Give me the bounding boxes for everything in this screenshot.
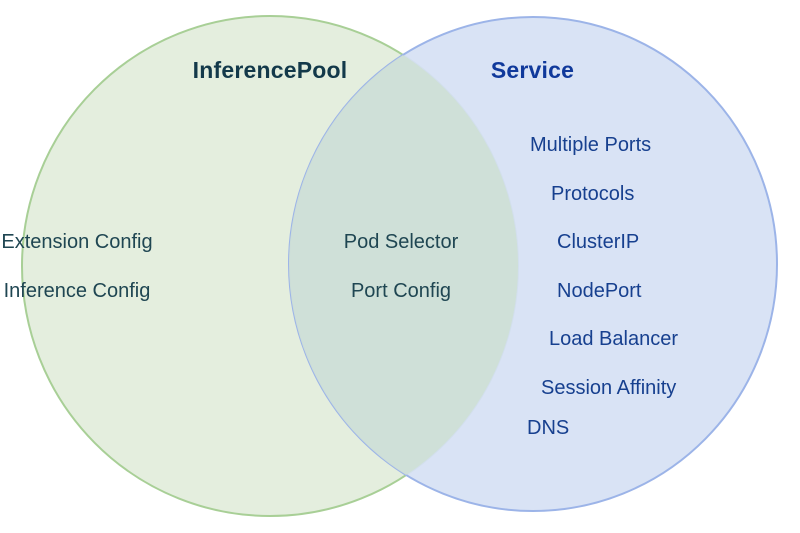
service-item-dns: DNS xyxy=(527,417,570,439)
intersection-item-port-config: Port Config xyxy=(350,280,452,302)
service-item-nodeport: NodePort xyxy=(557,280,642,302)
service-item-clusterip: ClusterIP xyxy=(557,231,640,253)
inferencepool-item-inference-config: Inference Config xyxy=(3,280,151,302)
service-item-multiple-ports: Multiple Ports xyxy=(530,134,652,156)
service-item-protocols: Protocols xyxy=(551,183,635,205)
service-item-load-balancer: Load Balancer xyxy=(549,328,678,350)
intersection-item-pod-selector: Pod Selector xyxy=(343,231,459,253)
intersection-region[interactable] xyxy=(289,17,777,511)
inferencepool-item-extension-config: Extension Config xyxy=(1,231,153,253)
service-title: Service xyxy=(490,57,575,83)
service-item-session-affinity: Session Affinity xyxy=(541,377,677,399)
inferencepool-title: InferencePool xyxy=(192,57,348,83)
